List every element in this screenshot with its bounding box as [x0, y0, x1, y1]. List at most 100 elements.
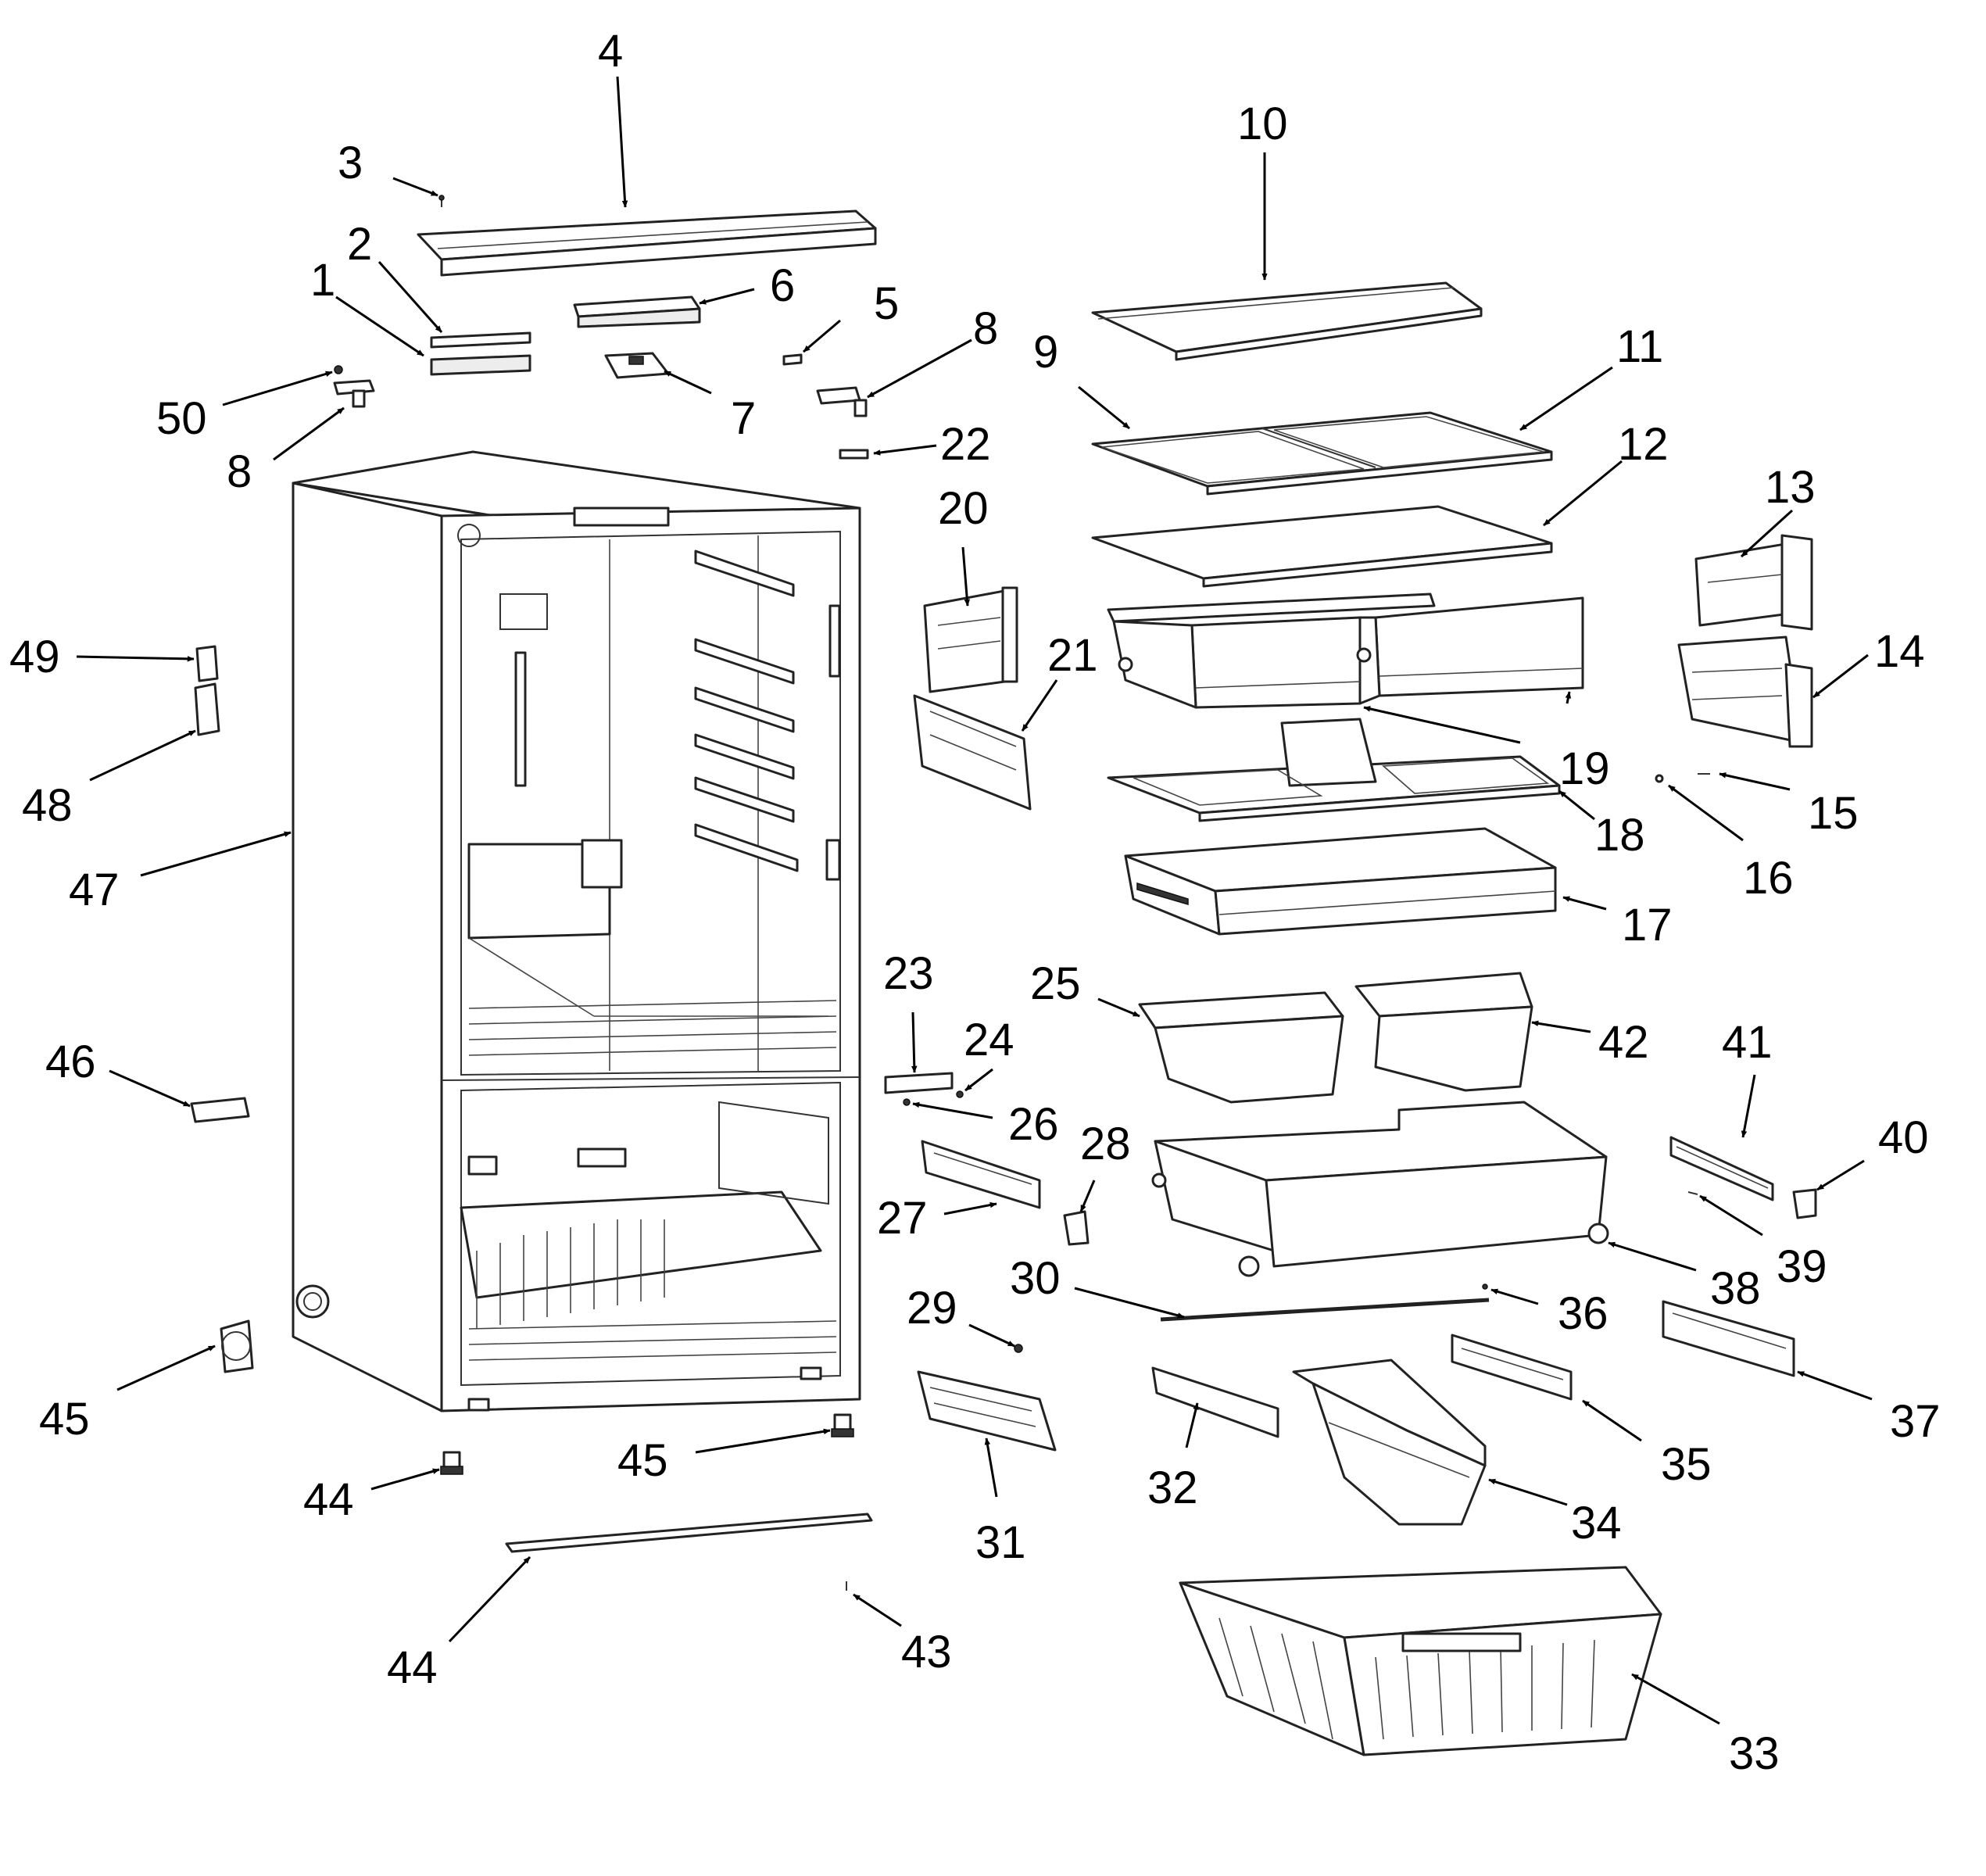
part-44-base-grille	[505, 1513, 873, 1553]
callout-3: 3	[338, 138, 438, 197]
callout-48-label: 47	[69, 865, 120, 915]
callout-32: 32	[1147, 1402, 1199, 1513]
callout-18-label: 18	[1594, 810, 1645, 861]
callout-10-label: 10	[1237, 98, 1288, 149]
callout-29: 29	[907, 1283, 1015, 1348]
part-12-glass-shelf	[1091, 505, 1553, 588]
callout-31-label: 31	[975, 1517, 1026, 1568]
callout-33-label: 33	[1729, 1728, 1780, 1779]
callout-17: 17	[1562, 896, 1673, 951]
part-25-bin	[1138, 991, 1344, 1104]
callout-26: 26	[912, 1099, 1059, 1150]
callout-21-label: 21	[1047, 630, 1098, 681]
part-41-rail	[1669, 1136, 1774, 1201]
callout-8a: 8	[867, 303, 998, 399]
callout-32-label: 32	[1147, 1462, 1198, 1513]
part-24-ball	[956, 1090, 964, 1098]
part-32-bracket	[1151, 1366, 1279, 1438]
callout-5: 5	[803, 278, 899, 353]
callout-30-label: 30	[1010, 1253, 1061, 1304]
callout-15-label: 15	[1808, 788, 1859, 839]
part-30-rod	[1160, 1298, 1490, 1322]
parts-layer	[190, 195, 1817, 1756]
part-20-bracket	[923, 586, 1018, 693]
callout-38-label: 38	[1710, 1263, 1761, 1314]
callout-45a-label: 44	[303, 1474, 354, 1525]
callout-20: 20	[938, 483, 989, 607]
callout-12: 12	[1543, 419, 1669, 527]
callout-9-label: 9	[1033, 327, 1058, 378]
part-2-bar	[430, 331, 531, 349]
callout-14-label: 14	[1874, 626, 1925, 677]
callout-14: 14	[1812, 626, 1925, 699]
callout-23-label: 23	[883, 948, 934, 999]
callout-28-label: 28	[1080, 1119, 1131, 1169]
callout-21: 21	[1021, 630, 1098, 732]
callout-6-label: 6	[770, 260, 795, 311]
part-34-ice-bin	[1292, 1359, 1487, 1526]
part-13-rail	[1694, 534, 1813, 631]
callout-11: 11	[1519, 321, 1663, 431]
callout-47-label: 46	[45, 1036, 96, 1087]
callout-42-label: 42	[1598, 1017, 1649, 1068]
callout-25: 25	[1030, 958, 1140, 1018]
callout-16: 16	[1668, 784, 1794, 904]
callout-9: 9	[1033, 327, 1130, 430]
callout-12-label: 12	[1618, 419, 1669, 470]
callout-13-label: 13	[1765, 462, 1816, 513]
part-10-glass-shelf	[1091, 281, 1483, 361]
callout-36: 36	[1490, 1288, 1608, 1339]
callout-27-label: 27	[877, 1193, 928, 1244]
part-6-control-box	[573, 295, 701, 328]
callout-2: 2	[347, 219, 443, 333]
callout-1-label: 1	[310, 255, 335, 306]
part-51-screw	[334, 365, 343, 374]
part-39-pin	[1687, 1191, 1698, 1195]
callout-29-label: 29	[907, 1283, 957, 1334]
callout-28: 28	[1079, 1119, 1131, 1212]
part-48-cabinet	[292, 450, 861, 1412]
part-28-clip	[1063, 1210, 1090, 1246]
callout-51: 50	[156, 371, 333, 444]
part-19-crisper-drawers	[1107, 593, 1584, 709]
callout-18: 18	[1558, 789, 1645, 861]
callout-24: 24	[964, 1015, 1014, 1092]
callout-2-label: 2	[347, 219, 372, 270]
callout-34: 34	[1488, 1478, 1622, 1548]
callout-7-label: 7	[731, 393, 756, 444]
callout-11-label: 11	[1616, 321, 1663, 372]
callout-8b: 8	[227, 406, 345, 497]
callout-43-label: 43	[901, 1627, 952, 1677]
callout-42: 42	[1531, 1017, 1649, 1068]
callout-26-label: 26	[1008, 1099, 1059, 1150]
callouts-layer: 1 2 3 4 5 6 7 8	[9, 26, 1941, 1779]
callout-46-label: 45	[39, 1394, 90, 1445]
callout-41: 41	[1722, 1017, 1773, 1138]
part-29-screw	[1014, 1344, 1023, 1353]
callout-22-label: 22	[940, 419, 991, 470]
part-35-slide	[1451, 1334, 1573, 1401]
callout-35: 35	[1582, 1399, 1712, 1490]
callout-44: 44	[387, 1556, 531, 1693]
part-21-bracket	[913, 694, 1032, 811]
callout-43: 43	[853, 1593, 952, 1677]
part-33-freezer-basket	[1179, 1566, 1662, 1756]
callout-35-label: 35	[1661, 1439, 1712, 1490]
callout-34-label: 34	[1571, 1498, 1622, 1548]
part-7-module	[604, 352, 670, 379]
callout-44-label: 44	[387, 1642, 438, 1693]
callout-20-label: 20	[938, 483, 989, 534]
part-3-screw	[438, 195, 445, 207]
callout-31: 31	[975, 1437, 1026, 1568]
callout-1: 1	[310, 255, 424, 357]
callout-10: 10	[1237, 98, 1288, 281]
part-8-hinge-right	[816, 386, 868, 417]
callout-40: 40	[1816, 1112, 1929, 1191]
callout-24-label: 24	[964, 1015, 1014, 1065]
part-38-freezer-bin	[1151, 1101, 1609, 1277]
callout-48: 47	[69, 831, 292, 915]
part-16-ball	[1655, 774, 1664, 783]
callout-47: 46	[45, 1036, 191, 1108]
part-50-bracket	[195, 645, 219, 682]
callout-50-label: 49	[9, 632, 60, 682]
